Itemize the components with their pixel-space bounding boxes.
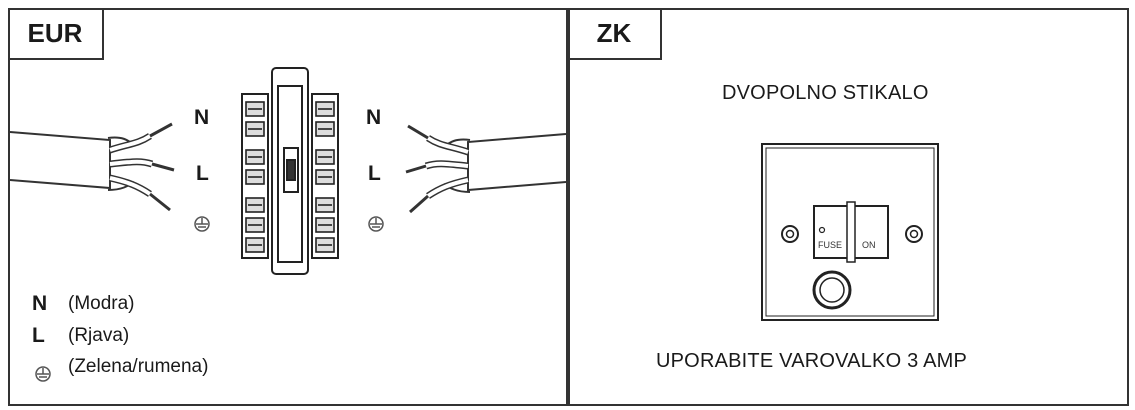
earth-ground-icon — [368, 216, 384, 232]
fuse-label: FUSE — [818, 240, 843, 250]
legend-code: N — [32, 292, 48, 315]
zk-tag: ZK — [568, 8, 662, 60]
legend-item-neutral: N (Modra) — [32, 292, 135, 316]
on-label: ON — [862, 240, 876, 250]
terminal-block — [241, 67, 339, 275]
eur-tag: EUR — [8, 8, 104, 60]
left-label-n: N — [194, 106, 210, 129]
eur-panel: EUR — [8, 8, 568, 406]
right-label-n: N — [366, 106, 382, 129]
left-label-l: L — [196, 162, 209, 185]
legend-text: (Modra) — [68, 293, 135, 314]
right-cable — [405, 124, 566, 214]
left-cable — [10, 122, 175, 212]
legend-text: (Zelena/rumena) — [68, 356, 209, 377]
wall-switch-diagram — [761, 143, 939, 321]
legend-item-live: L (Rjava) — [32, 324, 129, 348]
right-label-l: L — [368, 162, 381, 185]
switch-title: DVOPOLNO STIKALO — [722, 82, 929, 104]
legend-item-earth: (Zelena/rumena) — [32, 356, 208, 378]
legend-code: L — [32, 324, 45, 347]
fuse-caption: UPORABITE VAROVALKO 3 AMP — [656, 350, 968, 372]
legend-text: (Rjava) — [68, 325, 130, 346]
earth-ground-icon — [35, 366, 51, 382]
earth-ground-icon — [194, 216, 210, 232]
eur-wiring-diagram — [10, 67, 566, 382]
zk-panel: ZK DVOPOLNO STIKALO FUSE ON UPORABITE VA… — [568, 8, 1129, 406]
